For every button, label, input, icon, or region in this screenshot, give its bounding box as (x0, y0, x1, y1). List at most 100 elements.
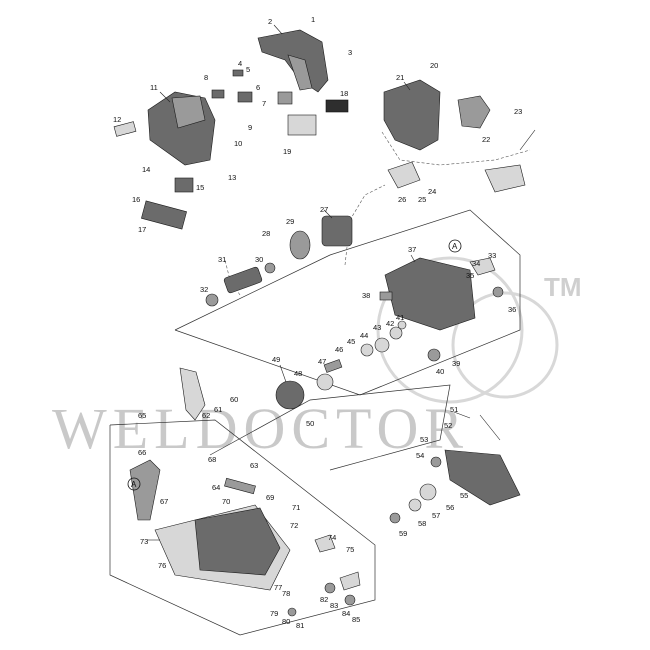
lever-60 (179, 367, 206, 421)
part-label-36: 36 (508, 305, 516, 314)
washer-48 (316, 373, 334, 391)
watermark: WELDOCTOR TM (52, 256, 582, 461)
part-label-30: 30 (255, 255, 263, 264)
part-53 (430, 456, 442, 468)
rod-51 (479, 414, 501, 441)
callout-label-top: A (452, 242, 458, 251)
part-label-35: 35 (466, 271, 474, 280)
part-label-1: 1 (311, 15, 315, 24)
part-label-19: 19 (283, 147, 291, 156)
screw-79 (287, 607, 297, 617)
part-label-62: 62 (202, 411, 210, 420)
assembly-outlines (109, 131, 531, 636)
part-label-80: 80 (282, 617, 290, 626)
watermark-ring (376, 256, 524, 404)
part-label-55: 55 (460, 491, 468, 500)
part-18 (325, 99, 349, 113)
part-fuse (277, 91, 293, 105)
base-group-outline (109, 419, 376, 636)
pcb-19 (287, 114, 317, 136)
motor-housing-21 (383, 79, 441, 151)
part-label-10: 10 (234, 139, 242, 148)
part-84 (344, 594, 356, 606)
base-grid (194, 507, 281, 576)
rod-64 (224, 477, 256, 495)
baffle-29 (289, 230, 311, 260)
part-label-82: 82 (320, 595, 328, 604)
bearing-32 (205, 293, 219, 307)
part-label-50: 50 (306, 419, 314, 428)
rotor-31 (223, 266, 263, 294)
battery-terminal-16 (141, 200, 187, 230)
callout-label-bottom: A (131, 480, 137, 489)
part-label-9: 9 (248, 123, 252, 132)
part-label-25: 25 (418, 195, 426, 204)
part-label-76: 76 (158, 561, 166, 570)
leader-37 (410, 254, 416, 263)
part-label-24: 24 (428, 187, 436, 196)
part-label-83: 83 (330, 601, 338, 610)
leader-21 (403, 81, 411, 91)
part-label-57: 57 (432, 511, 440, 520)
ring-42 (397, 320, 407, 330)
part-label-70: 70 (222, 497, 230, 506)
lever-34 (469, 257, 496, 276)
gear-49 (275, 380, 305, 410)
part-label-69: 69 (266, 493, 274, 502)
part-82 (324, 582, 336, 594)
part-label-67: 67 (160, 497, 168, 506)
part-label-44: 44 (360, 331, 368, 340)
part-label-72: 72 (290, 521, 298, 530)
callout-circle-bottom (127, 477, 141, 491)
part-label-71: 71 (292, 503, 300, 512)
part-label-21: 21 (396, 73, 404, 82)
ring-44 (374, 337, 390, 353)
part-label-81: 81 (296, 621, 304, 630)
leader-27 (323, 209, 333, 219)
part-label-52: 52 (444, 421, 452, 430)
part-label-17: 17 (138, 225, 146, 234)
upper-parts (113, 29, 536, 230)
part-label-61: 61 (214, 405, 222, 414)
washer-56 (419, 483, 437, 501)
battery-housing-inner (171, 95, 206, 129)
part-label-7: 7 (262, 99, 266, 108)
part-label-39: 39 (452, 359, 460, 368)
part-label-85: 85 (352, 615, 360, 624)
bracket-24 (387, 161, 421, 189)
part-labels: 1 2 3 4 5 6 7 8 9 10 11 12 13 14 15 16 1… (113, 15, 522, 630)
pin-38 (379, 291, 393, 301)
part-label-47: 47 (318, 357, 326, 366)
part-label-6: 6 (256, 83, 260, 92)
bracket-66 (129, 459, 161, 521)
part-label-33: 33 (488, 251, 496, 260)
ring-45 (360, 343, 374, 357)
part-label-45: 45 (347, 337, 355, 346)
leader-49 (279, 364, 287, 383)
switch-8 (211, 89, 225, 99)
part-label-16: 16 (132, 195, 140, 204)
part-label-15: 15 (196, 183, 204, 192)
part-label-73: 73 (140, 537, 148, 546)
part-label-23: 23 (514, 107, 522, 116)
spring-36 (492, 286, 504, 298)
part-label-27: 27 (320, 205, 328, 214)
part-label-34: 34 (472, 259, 480, 268)
shaft-47 (323, 359, 343, 373)
part-label-8: 8 (204, 73, 208, 82)
blade-guard-55 (444, 449, 521, 506)
part-6 (237, 91, 253, 103)
part-label-75: 75 (346, 545, 354, 554)
part-label-18: 18 (340, 89, 348, 98)
part-label-31: 31 (218, 255, 226, 264)
stator-27 (321, 215, 353, 247)
part-label-46: 46 (335, 345, 343, 354)
part-label-74: 74 (328, 533, 336, 542)
leader-11 (159, 91, 171, 103)
bearing-30 (264, 262, 276, 274)
part-label-42: 42 (386, 319, 394, 328)
part-label-40: 40 (436, 367, 444, 376)
part-label-68: 68 (208, 455, 216, 464)
switch-dash (381, 131, 531, 166)
